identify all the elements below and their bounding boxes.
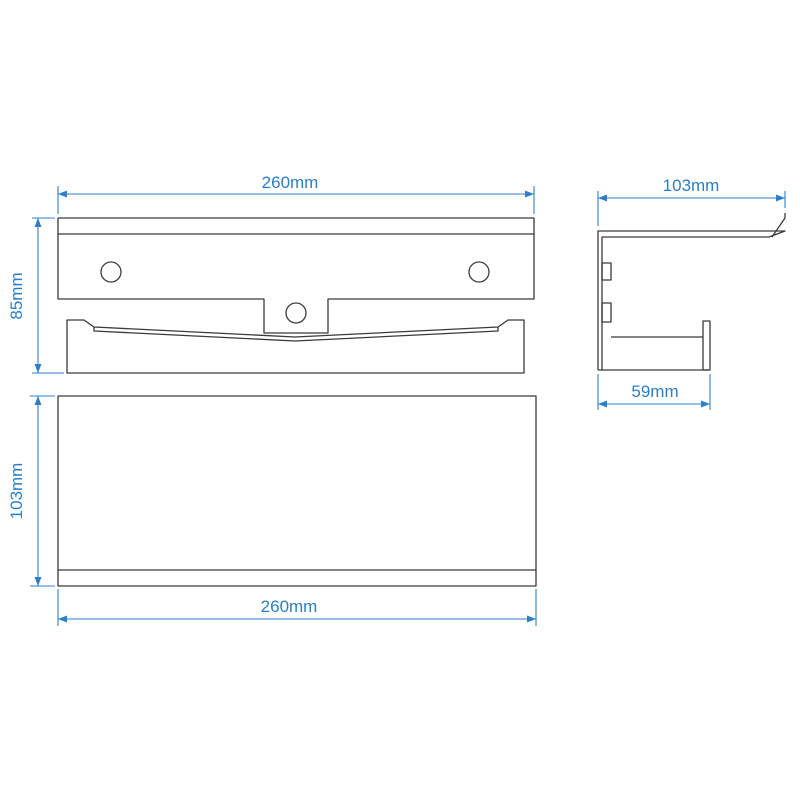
side-depth-label: 103mm: [663, 176, 720, 195]
arrow-head: [34, 396, 42, 405]
side-mount-tab-lower: [601, 302, 612, 323]
side-bottom-dimension: 59mm: [597, 374, 711, 410]
arrow-head: [701, 400, 710, 408]
front-view: [57, 217, 535, 374]
side-back-plate: [597, 230, 786, 370]
arrow-head: [525, 190, 534, 198]
side-depth-dimension: 103mm: [597, 176, 786, 226]
side-bottom-label: 59mm: [631, 382, 678, 401]
top-depth-label: 103mm: [7, 463, 26, 520]
arrow-head: [776, 194, 785, 202]
front-height-dimension: 85mm: [7, 217, 64, 374]
side-tray-front-lip: [702, 320, 711, 371]
arrow-head: [598, 194, 607, 202]
top-shelf-outline: [57, 395, 537, 587]
top-width-dimension: 260mm: [57, 589, 537, 626]
top-depth-dimension: 103mm: [7, 395, 55, 587]
front-shelf-inner-line: [93, 327, 499, 342]
front-shelf-tray: [66, 319, 525, 374]
arrow-head: [34, 577, 42, 586]
arrow-head: [34, 364, 42, 373]
side-view: [597, 213, 786, 371]
top-width-label: 260mm: [261, 597, 318, 616]
mounting-hole-right: [468, 261, 490, 283]
front-top-lip: [57, 217, 535, 235]
side-mount-tab-upper: [601, 262, 612, 281]
front-width-label: 260mm: [262, 173, 319, 192]
arrow-head: [598, 400, 607, 408]
arrow-head: [34, 218, 42, 227]
side-top-hook: [771, 213, 786, 238]
top-view: [57, 395, 537, 587]
mounting-hole-center: [285, 302, 307, 324]
arrow-head: [527, 615, 536, 623]
arrow-head: [58, 615, 67, 623]
front-back-plate: [57, 234, 535, 334]
arrow-head: [58, 190, 67, 198]
front-width-dimension: 260mm: [57, 173, 535, 214]
mounting-hole-left: [100, 261, 122, 283]
front-height-label: 85mm: [7, 272, 26, 319]
